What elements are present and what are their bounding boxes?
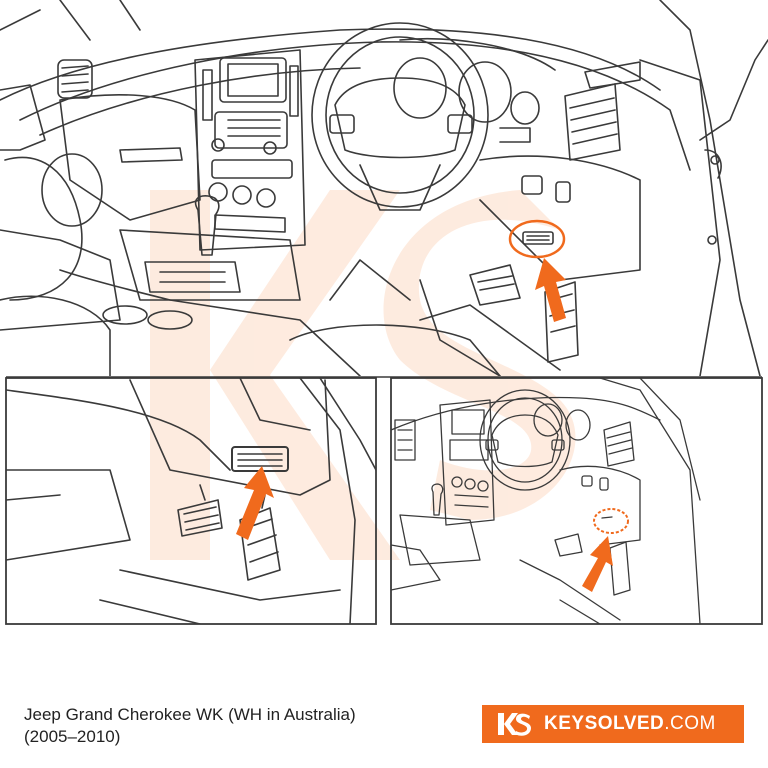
- bottom-right-panel-wide-view: [390, 377, 763, 625]
- ks-logo-icon: [498, 713, 531, 736]
- brand-name: KEYSOLVED.COM: [544, 713, 716, 735]
- orange-arrow-icon: [236, 466, 274, 540]
- top-panel-cabin-view: [0, 0, 768, 376]
- port-highlight-circle: [508, 219, 566, 259]
- keysolved-brand-badge: KEYSOLVED.COM: [482, 705, 744, 743]
- brand-name-bold: KEYSOLVED: [544, 713, 665, 734]
- port-highlight-circle: [593, 508, 629, 534]
- vehicle-caption: Jeep Grand Cherokee WK (WH in Australia)…: [24, 704, 444, 748]
- brand-name-suffix: .COM: [664, 713, 716, 734]
- top-panel-highlight: [508, 219, 566, 322]
- orange-arrow-icon: [535, 258, 566, 322]
- orange-arrow-icon: [582, 536, 613, 592]
- caption-years: (2005–2010): [24, 727, 121, 746]
- bottom-left-panel-closeup: [5, 377, 377, 625]
- caption-model: Jeep Grand Cherokee WK (WH in Australia): [24, 705, 356, 724]
